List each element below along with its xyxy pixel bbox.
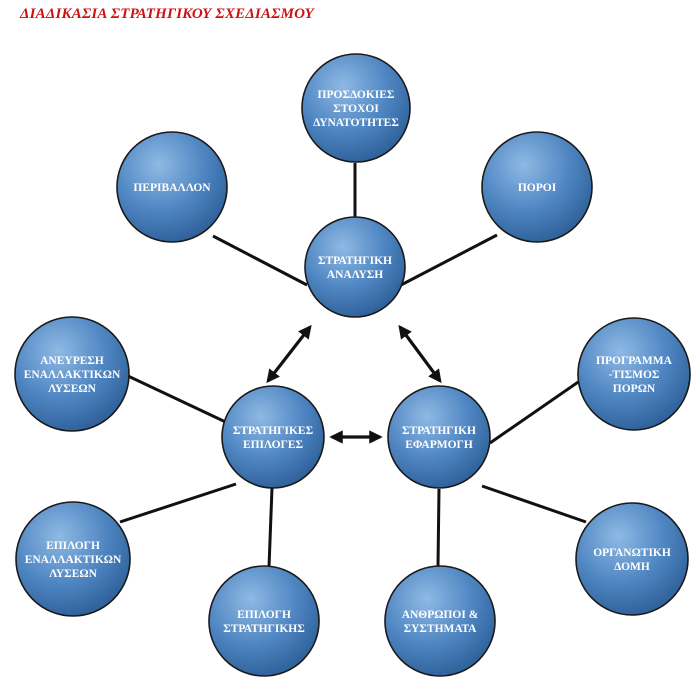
- node-choices: ΣΤΡΑΤΗΓΙΚΕΣ ΕΠΙΛΟΓΕΣ: [221, 385, 325, 489]
- node-label-analysis: ΑΝΑΛΥΣΗ: [327, 269, 384, 281]
- connector-select-alternatives-choices: [119, 482, 237, 524]
- node-label-expectations: ΣΤΟΧΟΙ: [333, 103, 379, 115]
- node-environment: ΠΕΡΙΒΑΛΛΟΝ: [116, 131, 228, 243]
- node-label-org-structure: ΔΟΜΗ: [614, 561, 650, 573]
- connector-find-alternatives-choices: [127, 374, 233, 427]
- node-implementation: ΣΤΡΑΤΗΓΙΚΗ ΕΦΑΡΜΟΓΗ: [387, 385, 491, 489]
- node-circle-find-alternatives: [14, 316, 130, 432]
- node-label-choices: ΕΠΙΛΟΓΕΣ: [243, 439, 303, 451]
- node-expectations: ΠΡΟΣΔΟΚΙΕΣ ΣΤΟΧΟΙ ΔΥΝΑΤΟΤΗΤΕΣ: [301, 53, 411, 163]
- arrow-analysis-implementation: [398, 324, 442, 384]
- node-select-alternatives: ΕΠΙΛΟΓΗ ΕΝΑΛΛΑΚΤΙΚΩΝ ΛΥΣΕΩΝ: [15, 501, 131, 617]
- connector-org-structure-implementation: [481, 484, 587, 524]
- node-circle-choices: [221, 385, 325, 489]
- node-circle-implementation: [387, 385, 491, 489]
- node-label-resources: ΠΟΡΟΙ: [518, 182, 557, 194]
- node-label-choices: ΣΤΡΑΤΗΓΙΚΕΣ: [233, 425, 313, 437]
- node-circle-select-alternatives: [15, 501, 131, 617]
- connector-resource-planning-implementation: [489, 376, 585, 445]
- node-label-resource-planning: ΠΡΟΓΡΑΜΜΑ: [596, 355, 673, 367]
- node-label-select-strategy: ΣΤΡΑΤΗΓΙΚΗΣ: [223, 623, 305, 635]
- node-circle-people-systems: [384, 565, 496, 677]
- node-label-select-alternatives: ΕΝΑΛΛΑΚΤΙΚΩΝ: [25, 554, 122, 566]
- node-label-select-alternatives: ΛΥΣΕΩΝ: [49, 568, 97, 580]
- node-layer: ΣΤΡΑΤΗΓΙΚΗΑΝΑΛΥΣΗΣΤΡΑΤΗΓΙΚΕΣΕΠΙΛΟΓΕΣΣΤΡΑ…: [14, 53, 691, 677]
- node-label-expectations: ΔΥΝΑΤΟΤΗΤΕΣ: [313, 117, 399, 129]
- node-label-expectations: ΠΡΟΣΔΟΚΙΕΣ: [318, 89, 395, 101]
- node-label-select-alternatives: ΕΠΙΛΟΓΗ: [46, 540, 100, 552]
- node-select-strategy: ΕΠΙΛΟΓΗ ΣΤΡΑΤΗΓΙΚΗΣ: [208, 565, 320, 677]
- connector-environment-analysis: [212, 234, 308, 287]
- node-circle-expectations: [301, 53, 411, 163]
- node-circle-environment: [116, 131, 228, 243]
- node-label-resource-planning: -ΤΙΣΜΟΣ: [609, 369, 660, 381]
- node-label-people-systems: ΣΥΣΤΗΜΑΤΑ: [404, 623, 478, 635]
- node-circle-resource-planning: [577, 317, 691, 431]
- node-analysis: ΣΤΡΑΤΗΓΙΚΗ ΑΝΑΛΥΣΗ: [304, 216, 406, 318]
- node-label-implementation: ΕΦΑΡΜΟΓΗ: [405, 439, 473, 451]
- connector-people-systems-implementation: [436, 488, 441, 567]
- connector-resources-analysis: [400, 233, 498, 287]
- node-circle-select-strategy: [208, 565, 320, 677]
- connector-select-strategy-choices: [267, 487, 274, 568]
- node-label-people-systems: ΑΝΘΡΩΠΟΙ &: [402, 609, 479, 621]
- node-resource-planning: ΠΡΟΓΡΑΜΜΑ -ΤΙΣΜΟΣ ΠΟΡΩΝ: [577, 317, 691, 431]
- node-circle-org-structure: [575, 502, 689, 616]
- node-resources: ΠΟΡΟΙ: [481, 131, 593, 243]
- node-find-alternatives: ΑΝΕΥΡΕΣΗ ΕΝΑΛΛΑΚΤΙΚΩΝ ΛΥΣΕΩΝ: [14, 316, 130, 432]
- node-label-implementation: ΣΤΡΑΤΗΓΙΚΗ: [402, 425, 476, 437]
- arrow-analysis-choices: [266, 324, 312, 384]
- node-label-find-alternatives: ΑΝΕΥΡΕΣΗ: [40, 355, 104, 367]
- connector-layer: [119, 163, 587, 568]
- node-label-find-alternatives: ΕΝΑΛΛΑΚΤΙΚΩΝ: [24, 369, 121, 381]
- node-label-analysis: ΣΤΡΑΤΗΓΙΚΗ: [318, 255, 392, 267]
- node-label-select-strategy: ΕΠΙΛΟΓΗ: [237, 609, 291, 621]
- node-label-org-structure: ΟΡΓΑΝΩΤΙΚΗ: [593, 547, 671, 559]
- node-people-systems: ΑΝΘΡΩΠΟΙ & ΣΥΣΤΗΜΑΤΑ: [384, 565, 496, 677]
- node-org-structure: ΟΡΓΑΝΩΤΙΚΗ ΔΟΜΗ: [575, 502, 689, 616]
- node-label-environment: ΠΕΡΙΒΑΛΛΟΝ: [133, 182, 211, 194]
- page-title: ΔΙΑΔΙΚΑΣΙΑ ΣΤΡΑΤΗΓΙΚΟΥ ΣΧΕΔΙΑΣΜΟΥ: [20, 6, 314, 22]
- node-label-find-alternatives: ΛΥΣΕΩΝ: [48, 383, 96, 395]
- node-label-resource-planning: ΠΟΡΩΝ: [613, 383, 656, 395]
- node-circle-resources: [481, 131, 593, 243]
- node-circle-analysis: [304, 216, 406, 318]
